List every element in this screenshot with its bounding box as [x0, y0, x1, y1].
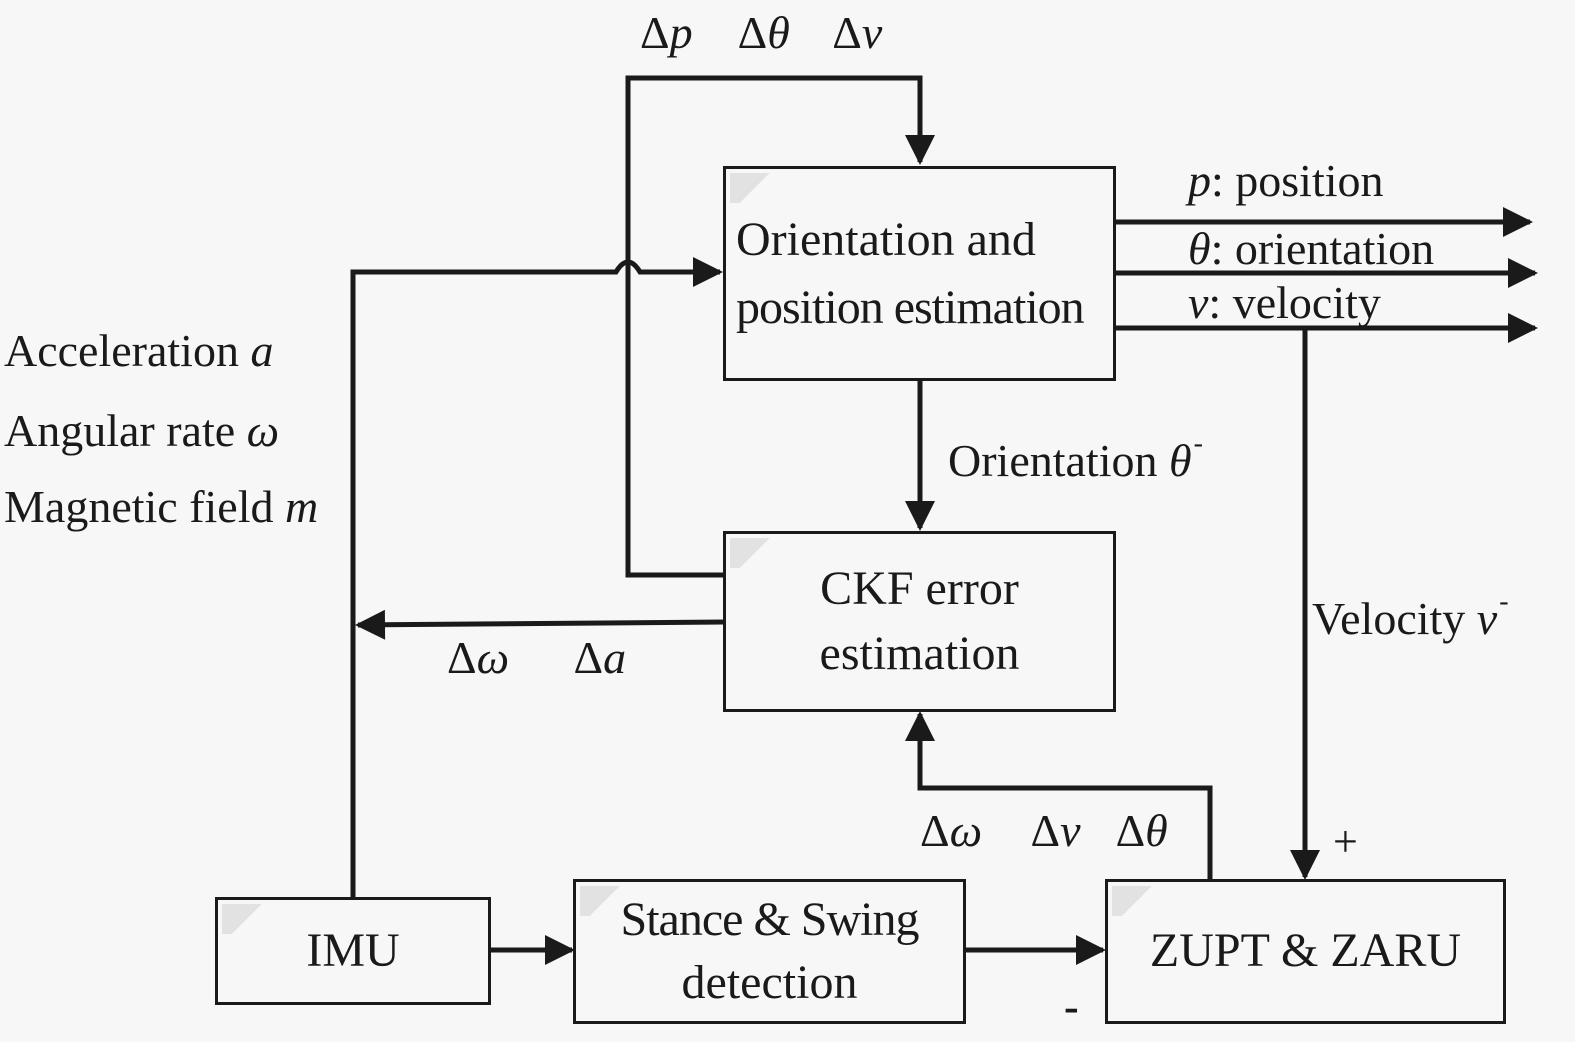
- delta: Δ: [832, 7, 862, 58]
- block-shade: [730, 538, 780, 568]
- block-shade: [730, 173, 780, 203]
- delta: Δ: [920, 805, 950, 856]
- orientation-minus-label: Orientation θ-: [948, 430, 1203, 484]
- plus-sign: +: [1333, 817, 1358, 866]
- ckf-to-imu-correction-line: [355, 609, 726, 640]
- block-label-line1: Orientation and: [736, 213, 1036, 267]
- minus-sign: -: [1064, 982, 1079, 1031]
- imu-correction-label: Δω Δa: [447, 635, 626, 681]
- delta: Δ: [573, 632, 604, 683]
- feedback-top-label: Δp Δθ Δv: [640, 10, 882, 56]
- delta: Δ: [640, 7, 670, 58]
- output-velocity-label: v: velocity: [1188, 280, 1381, 326]
- label-superscript: -: [1193, 428, 1203, 459]
- output-orientation-label: θ: orientation: [1188, 226, 1434, 272]
- feedback-loop-top: [625, 75, 935, 578]
- velocity-minus-label: Velocity v-: [1312, 588, 1509, 642]
- label-text: Acceleration: [4, 325, 251, 376]
- delta: Δ: [447, 632, 477, 683]
- imu-to-estimation-line: [350, 257, 723, 898]
- block-shade: [222, 904, 272, 934]
- ckf-error-estimation-block: CKF error estimation: [723, 531, 1116, 712]
- block-label-line2: position estimation: [736, 280, 1085, 334]
- label-text: : velocity: [1208, 277, 1381, 328]
- label-text: Orientation: [948, 435, 1169, 486]
- delta: Δ: [1030, 805, 1061, 856]
- label-symbol: θ: [767, 7, 790, 58]
- block-label-line1: Stance & Swing: [620, 893, 920, 947]
- delta: Δ: [1115, 805, 1146, 856]
- label-symbol: ω: [476, 632, 510, 683]
- label-text: Angular rate: [4, 405, 247, 456]
- label-symbol: v: [861, 7, 883, 58]
- zupt-zaru-block: ZUPT & ZARU: [1105, 879, 1506, 1024]
- delta: Δ: [737, 7, 768, 58]
- label-text: Magnetic field: [4, 481, 286, 532]
- label-symbol: ω: [246, 405, 280, 456]
- label-symbol: a: [250, 325, 274, 376]
- block-label-line2: estimation: [819, 626, 1020, 680]
- imu-block: IMU: [215, 897, 491, 1005]
- input-angular-rate-label: Angular rate ω: [4, 408, 279, 454]
- label-text: : position: [1211, 155, 1384, 206]
- label-symbol: a: [603, 632, 627, 683]
- label-symbol: p: [1188, 155, 1211, 206]
- block-shade: [580, 886, 630, 916]
- block-label-line2: detection: [681, 955, 858, 1009]
- label-superscript: -: [1499, 586, 1509, 617]
- label-symbol: v: [1476, 593, 1498, 644]
- label-symbol: θ: [1169, 435, 1192, 486]
- block-label: ZUPT & ZARU: [1149, 924, 1462, 978]
- block-label-line1: CKF error: [820, 561, 1019, 615]
- label-symbol: θ: [1145, 805, 1168, 856]
- block-shade: [1112, 886, 1162, 916]
- label-text: Velocity: [1312, 593, 1477, 644]
- stance-swing-detection-block: Stance & Swing detection: [573, 879, 966, 1024]
- label-symbol: m: [285, 481, 319, 532]
- zupt-to-ckf-line: [905, 711, 1213, 880]
- label-symbol: v: [1060, 805, 1081, 856]
- input-magnetic-field-label: Magnetic field m: [4, 484, 318, 530]
- label-text: : orientation: [1210, 223, 1435, 274]
- label-symbol: v: [1188, 277, 1209, 328]
- output-position-label: p: position: [1188, 158, 1384, 204]
- label-symbol: θ: [1188, 223, 1211, 274]
- label-symbol: p: [669, 7, 693, 58]
- input-acceleration-label: Acceleration a: [4, 328, 273, 374]
- orientation-position-estimation-block: Orientation and position estimation: [723, 166, 1116, 381]
- zupt-measurement-label: Δω Δv Δθ: [920, 808, 1168, 854]
- block-label: IMU: [306, 923, 400, 977]
- label-symbol: ω: [949, 805, 983, 856]
